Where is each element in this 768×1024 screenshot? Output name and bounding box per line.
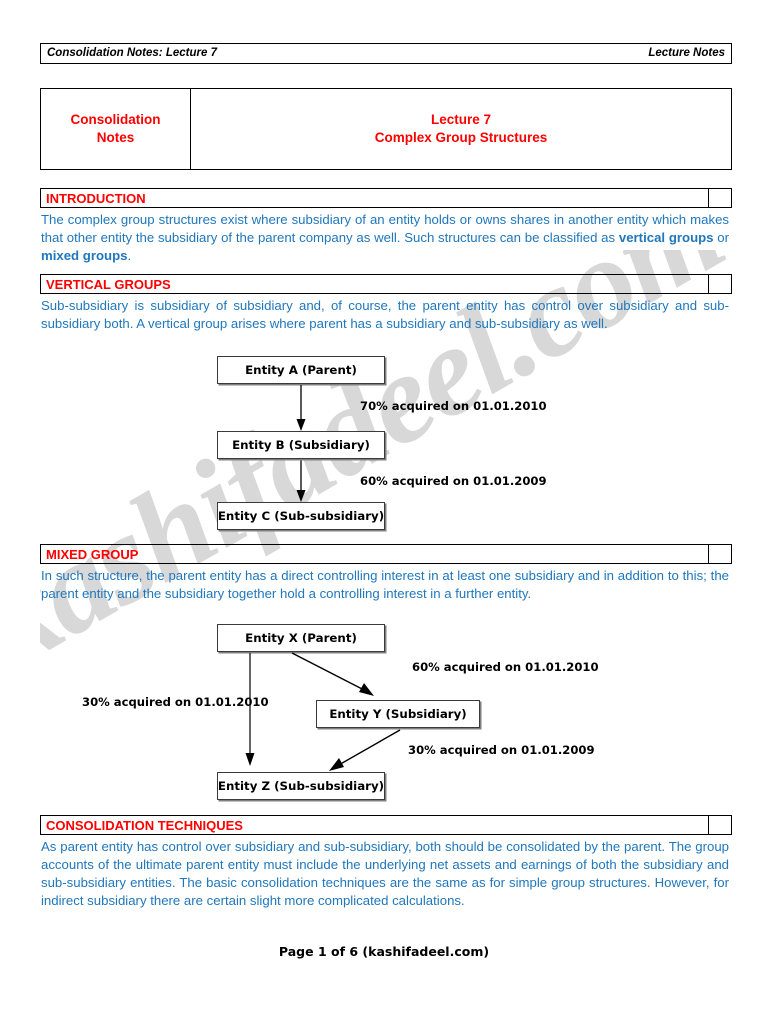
introduction-text-part1: The complex group structures exist where… [41, 212, 729, 245]
diagram-box-entity-y: Entity Y (Subsidiary) [316, 700, 480, 728]
title-left-line1: Consolidation [70, 111, 161, 127]
diagram-label-y-to-z: 30% acquired on 01.01.2009 [408, 743, 595, 757]
introduction-bold-vertical-groups: vertical groups [618, 229, 714, 245]
diagram-box-entity-a: Entity A (Parent) [217, 356, 385, 384]
section-header-vertical-groups-label: VERTICAL GROUPS [46, 276, 171, 292]
section-header-consolidation-techniques: CONSOLIDATION TECHNIQUES [40, 815, 732, 835]
running-header-left: Consolidation Notes: Lecture 7 [47, 46, 217, 59]
title-left-line2: Notes [96, 130, 135, 145]
diagram-box-entity-z: Entity Z (Sub-subsidiary) [217, 772, 385, 800]
running-header: Consolidation Notes: Lecture 7 Lecture N… [40, 43, 732, 64]
page-footer: Page 1 of 6 (kashifadeel.com) [278, 944, 490, 959]
section-header-introduction-tail [709, 189, 731, 207]
title-table-left-cell: Consolidation Notes [41, 89, 191, 169]
section-header-mixed-group-label: MIXED GROUP [46, 546, 139, 562]
introduction-text-end: . [127, 247, 132, 263]
section-header-introduction-label: INTRODUCTION [46, 190, 146, 206]
diagram-box-entity-b: Entity B (Subsidiary) [217, 431, 385, 459]
section-header-mixed-group: MIXED GROUP [40, 544, 732, 564]
introduction-bold-mixed-groups: mixed groups [41, 247, 128, 263]
section-header-consolidation-techniques-label: CONSOLIDATION TECHNIQUES [46, 817, 243, 833]
section-header-vertical-groups: VERTICAL GROUPS [40, 274, 732, 294]
mixed-group-paragraph: In such structure, the parent entity has… [41, 568, 729, 601]
title-right-line2: Complex Group Structures [374, 130, 548, 145]
introduction-text-mid: or [713, 229, 730, 245]
section-header-mixed-group-cell: MIXED GROUP [41, 545, 709, 563]
consolidation-techniques-paragraph: As parent entity has control over subsid… [41, 839, 729, 908]
vertical-groups-paragraph: Sub-subsidiary is subsidiary of subsidia… [41, 298, 729, 331]
section-header-vertical-groups-cell: VERTICAL GROUPS [41, 275, 709, 293]
section-header-introduction-cell: INTRODUCTION [41, 189, 709, 207]
diagram-box-entity-x: Entity X (Parent) [217, 624, 385, 652]
title-table-right-cell: Lecture 7 Complex Group Structures [191, 89, 731, 169]
section-header-consolidation-techniques-tail [709, 816, 731, 834]
diagram-label-x-to-y: 60% acquired on 01.01.2010 [412, 660, 599, 674]
diagram-label-b-to-c: 60% acquired on 01.01.2009 [360, 474, 547, 488]
section-header-introduction: INTRODUCTION [40, 188, 732, 208]
diagram-box-entity-c: Entity C (Sub-subsidiary) [217, 502, 385, 530]
diagram-label-a-to-b: 70% acquired on 01.01.2010 [360, 399, 547, 413]
running-header-right: Lecture Notes [648, 46, 725, 59]
introduction-paragraph: The complex group structures exist where… [41, 211, 729, 265]
title-right-line1: Lecture 7 [430, 111, 492, 127]
section-header-vertical-groups-tail [709, 275, 731, 293]
section-header-mixed-group-tail [709, 545, 731, 563]
title-table: Consolidation Notes Lecture 7 Complex Gr… [40, 88, 732, 170]
section-header-consolidation-techniques-cell: CONSOLIDATION TECHNIQUES [41, 816, 709, 834]
diagram-label-x-to-z: 30% acquired on 01.01.2010 [82, 695, 269, 709]
